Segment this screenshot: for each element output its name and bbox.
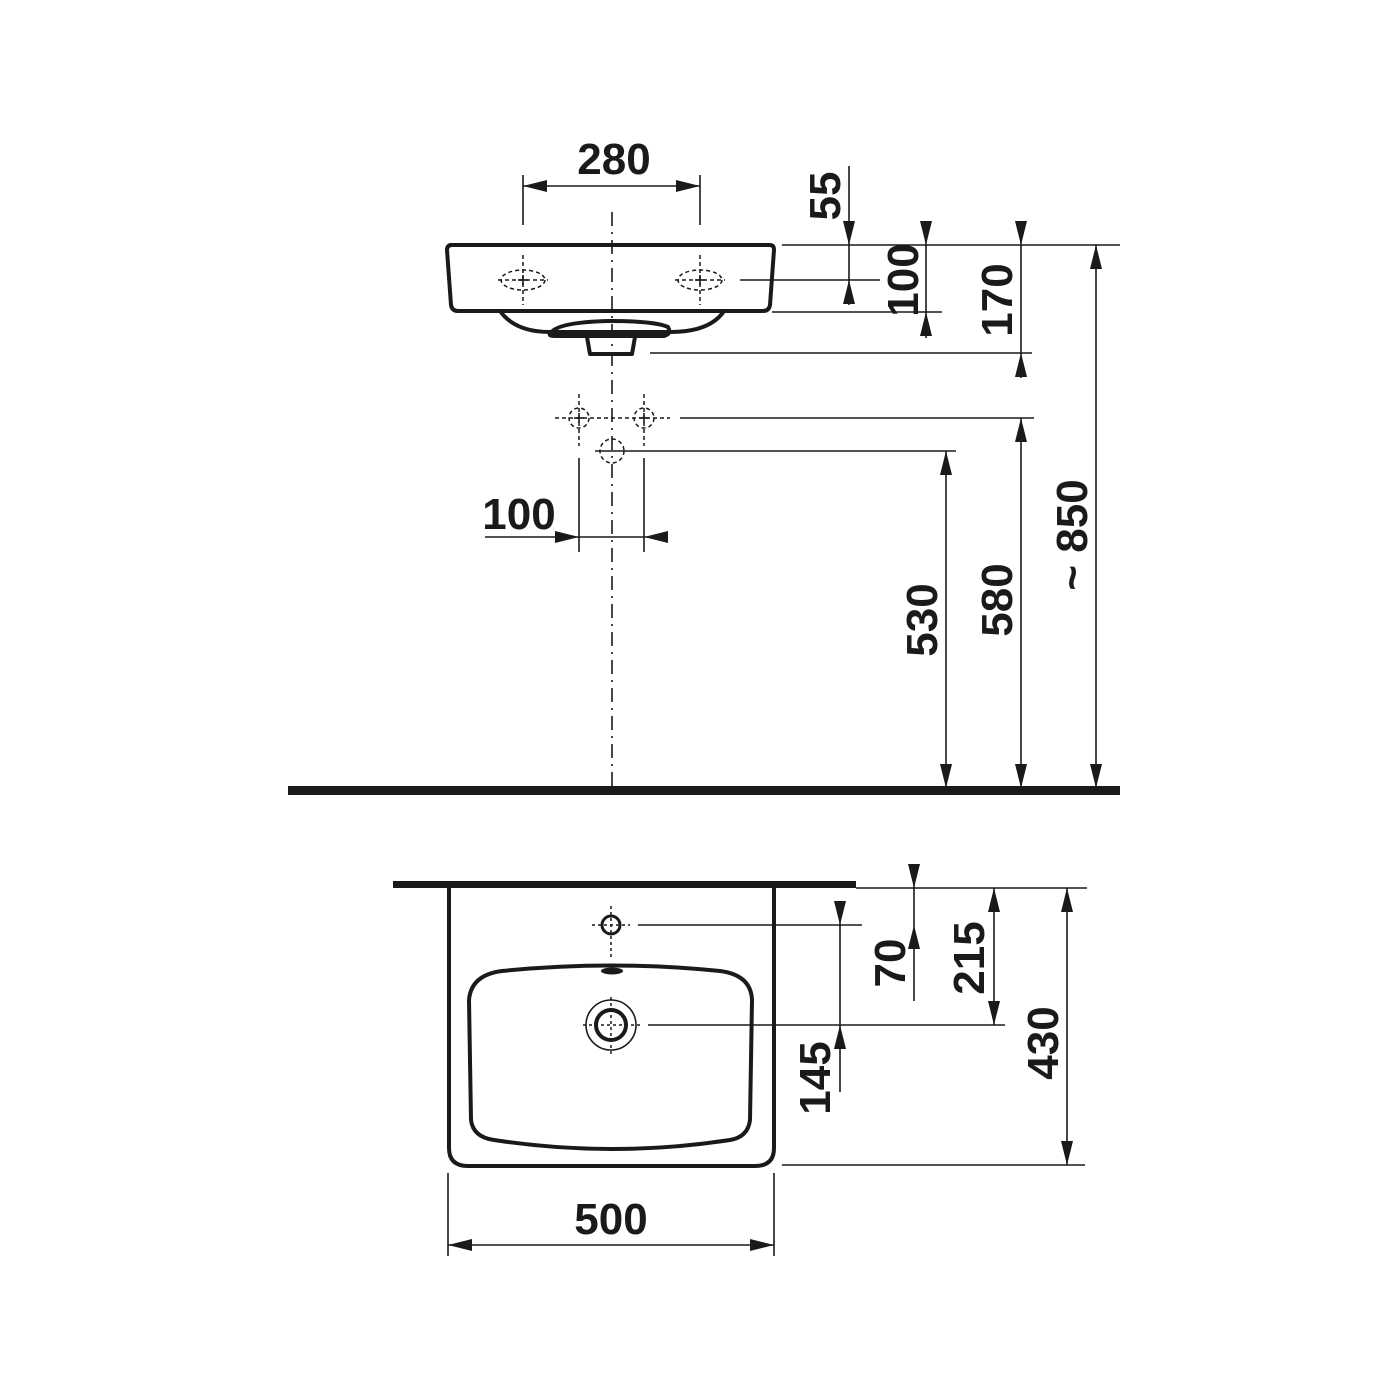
dim-tap-hole-spacing: 280	[577, 135, 650, 184]
tap-hole-top	[592, 906, 862, 957]
dim-tap-hole-from-top: 55	[801, 172, 850, 221]
basin-front-outline	[445, 243, 776, 313]
waste-drain-top	[583, 997, 1005, 1054]
top-view: 70 145 215 430 500	[393, 864, 1087, 1256]
basin-bowl-top	[467, 963, 754, 1151]
dim-depth: 430	[1019, 1006, 1068, 1079]
overflow-slot	[601, 967, 623, 975]
dim-trap-outlet-height: 530	[898, 583, 947, 656]
basin-bowl-underside	[498, 309, 726, 334]
dim-installation-height: ~ 850	[1048, 479, 1097, 590]
basin-top-outline	[447, 886, 776, 1168]
trap-outlet	[595, 438, 956, 464]
waste-outlet	[585, 335, 637, 356]
front-view: 280 55 100 170	[288, 135, 1120, 795]
tap-hole-left	[498, 255, 548, 305]
dim-overall-height: 170	[973, 263, 1022, 336]
supply-valve-left	[568, 394, 590, 446]
wall-line	[393, 881, 856, 888]
dim-tap-hole-from-wall: 70	[866, 939, 915, 988]
tap-hole-right	[675, 255, 725, 305]
dim-width: 500	[574, 1195, 647, 1244]
dim-waste-from-front: 145	[791, 1041, 840, 1114]
dim-waste-from-wall: 215	[945, 921, 994, 994]
dim-water-supply-height: 580	[973, 563, 1022, 636]
supply-valve-right	[633, 394, 655, 446]
floor-line	[288, 786, 1120, 795]
overflow-lip	[547, 319, 672, 338]
dim-basin-rim-height: 100	[879, 243, 928, 316]
dim-trap-spacing: 100	[482, 490, 555, 539]
